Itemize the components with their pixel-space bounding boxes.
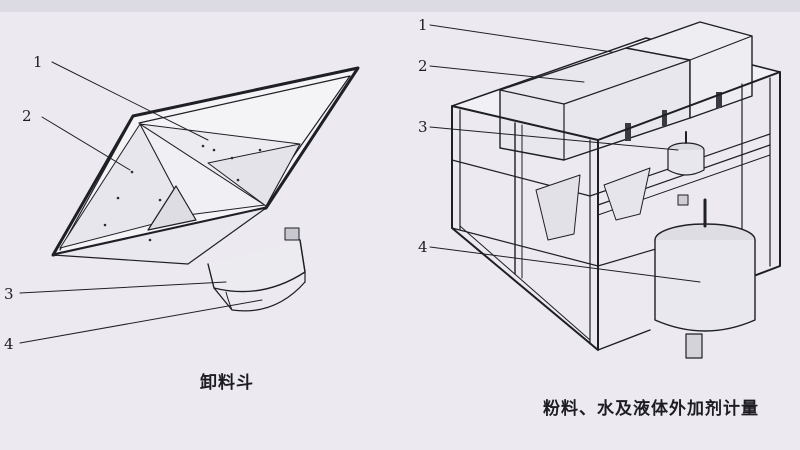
page-top-edge (0, 0, 800, 12)
left-callout-3: 3 (4, 285, 14, 303)
weighing-station-drawing (429, 21, 781, 359)
left-callout-2: 2 (22, 107, 32, 125)
right-callout-3: 3 (418, 118, 428, 136)
left-callout-1: 1 (33, 53, 43, 71)
discharge-hopper-drawing (19, 61, 360, 344)
right-callout-1: 1 (418, 16, 428, 34)
right-callout-2: 2 (418, 57, 428, 75)
right-figure-caption: 粉料、水及液体外加剂计量 (543, 399, 759, 419)
left-callout-4: 4 (4, 335, 14, 353)
left-figure-caption: 卸料斗 (200, 373, 254, 393)
right-callout-4: 4 (418, 238, 428, 256)
